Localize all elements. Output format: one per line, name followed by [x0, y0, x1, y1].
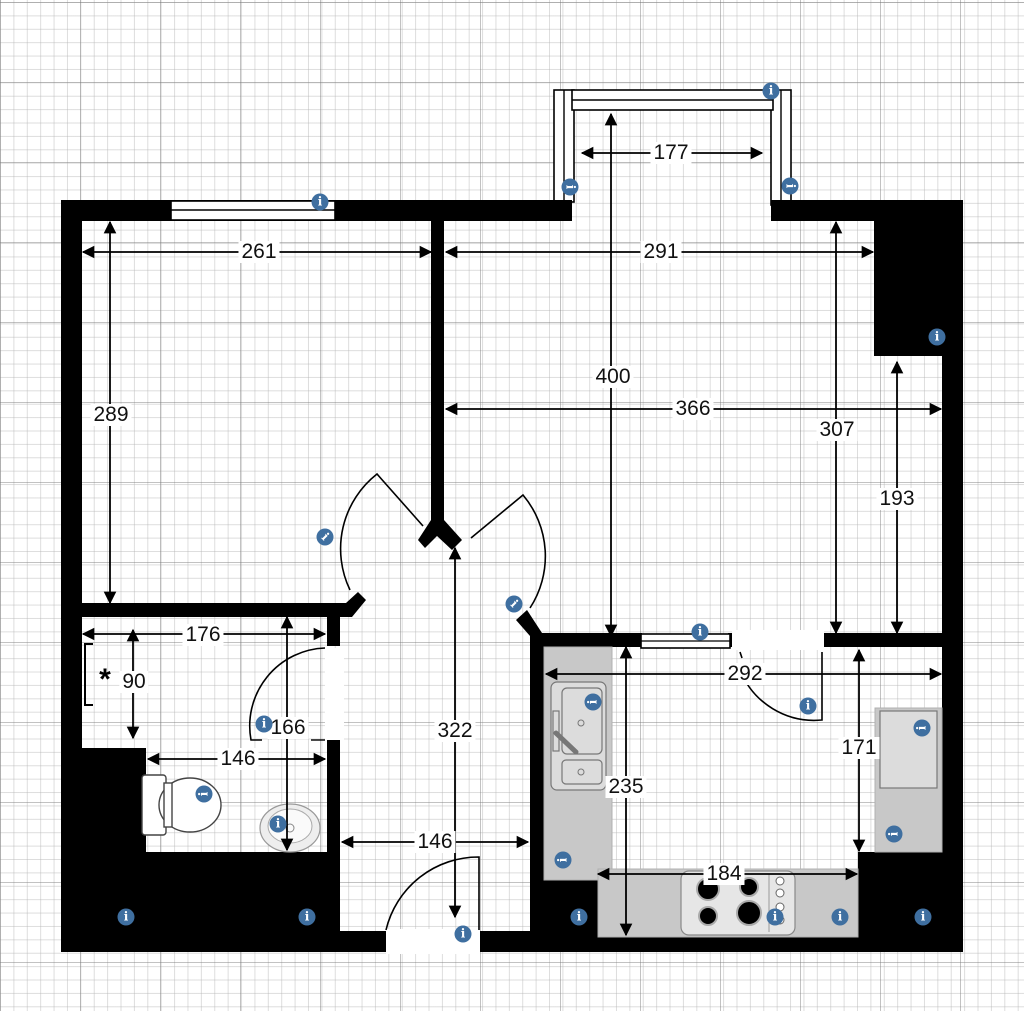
dim-kitchen-depth: 235 — [605, 776, 647, 798]
info-icon-counter-left[interactable]: i — [554, 851, 572, 869]
info-icon-balcony-right[interactable]: i — [781, 177, 799, 195]
info-icon-balcony-left[interactable]: i — [561, 178, 579, 196]
shower-bracket — [84, 643, 93, 706]
info-icon-balcony-top[interactable]: i — [762, 82, 780, 100]
dim-alcove-depth: 193 — [876, 488, 918, 510]
dim-kitchen-width: 292 — [724, 663, 766, 685]
balcony-window[interactable] — [553, 89, 792, 206]
info-icon-entry-door[interactable]: i — [454, 925, 472, 943]
dim-bedroom-depth: 289 — [90, 404, 132, 426]
bathroom-door[interactable] — [248, 647, 326, 741]
info-icon-toilet[interactable]: i — [195, 785, 213, 803]
dim-kitchen-counter-width: 184 — [703, 863, 745, 885]
dim-living-depth: 400 — [592, 366, 634, 388]
dim-living-width-total: 366 — [672, 398, 714, 420]
info-icon-wall-br[interactable]: i — [914, 908, 932, 926]
dim-living-width: 291 — [640, 241, 682, 263]
toilet[interactable] — [141, 774, 222, 836]
entry-door[interactable] — [385, 856, 480, 931]
dim-bath-width: 176 — [182, 624, 224, 646]
info-icon-wall-bl-2[interactable]: i — [298, 908, 316, 926]
info-icon-bathroom-door[interactable]: i — [255, 715, 273, 733]
kitchen-window[interactable] — [640, 633, 731, 649]
dim-bath-depth: 166 — [267, 717, 309, 739]
dim-shower-depth: 90 — [119, 671, 149, 693]
dim-living-depth-right: 307 — [816, 419, 858, 441]
dim-kitchen-counter-depth: 171 — [838, 737, 880, 759]
info-icon-column[interactable]: i — [928, 328, 946, 346]
info-icon-kitchen-door[interactable]: i — [799, 697, 817, 715]
shower-marker: * — [99, 663, 111, 696]
dim-bedroom-width: 261 — [238, 241, 280, 263]
dim-hall-width: 146 — [414, 831, 456, 853]
dim-balcony-width: 177 — [650, 142, 692, 164]
info-icon-sink[interactable]: i — [584, 693, 602, 711]
info-icon-kitchen-window[interactable]: i — [691, 623, 709, 641]
bathroom-sink[interactable] — [259, 803, 321, 853]
info-icon-bedroom-window[interactable]: i — [311, 193, 329, 211]
info-icon-counter-bottom[interactable]: i — [831, 908, 849, 926]
bedroom-window[interactable] — [170, 200, 336, 221]
dim-bath-width-lower: 146 — [217, 748, 259, 770]
info-icon-stove[interactable]: i — [766, 908, 784, 926]
bedroom-door[interactable] — [339, 472, 424, 591]
info-icon-fridge[interactable]: i — [913, 719, 931, 737]
info-icon-wall-bl-1[interactable]: i — [117, 908, 135, 926]
info-icon-bath-sink[interactable]: i — [269, 815, 287, 833]
kitchen-door-gap — [732, 630, 824, 650]
walls — [61, 200, 963, 952]
info-icon-kitchen-wall-bl[interactable]: i — [570, 908, 588, 926]
living-door[interactable] — [470, 493, 547, 609]
dim-hall-depth: 322 — [434, 720, 476, 742]
info-icon-counter-right[interactable]: i — [885, 825, 903, 843]
bathroom-door-gap — [325, 648, 344, 740]
